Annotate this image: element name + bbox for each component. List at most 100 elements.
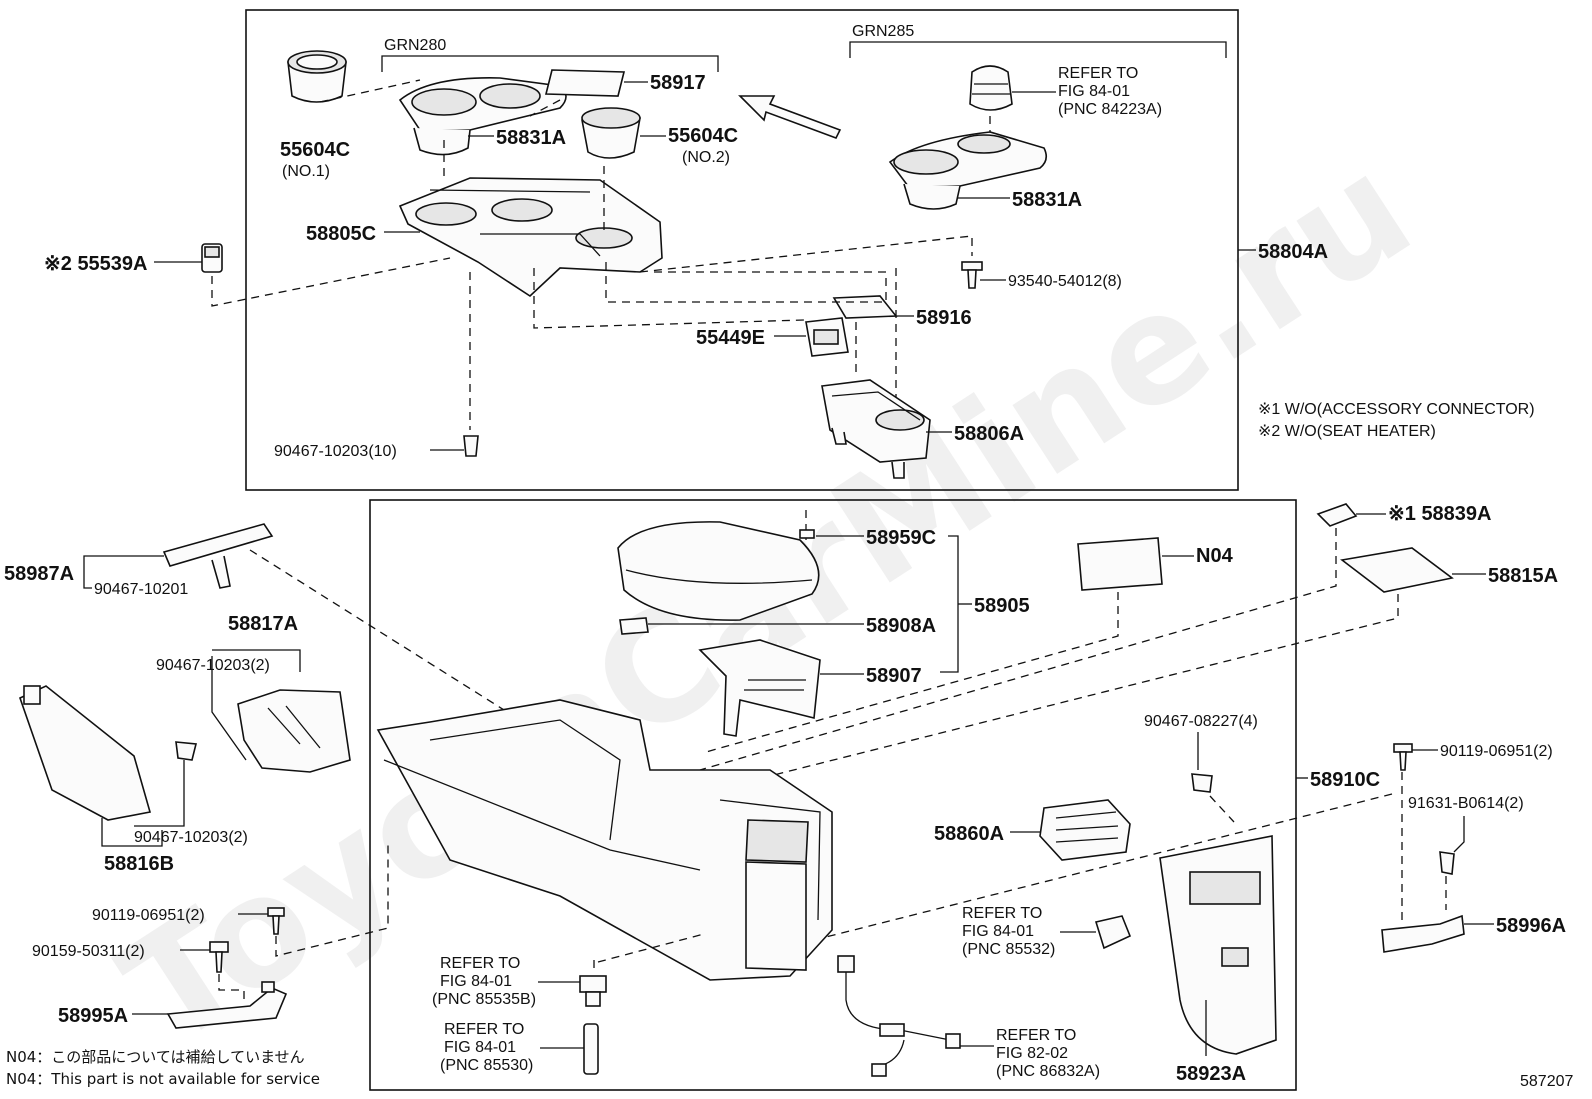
ref-85530-line2: FIG 84-01 — [444, 1039, 516, 1056]
footnote-2: ※2 W/O(SEAT HEATER) — [1258, 423, 1436, 440]
grn280-label: GRN280 — [384, 37, 446, 54]
screw-93540-drawing — [961, 261, 983, 289]
cup-insert-no1-drawing — [287, 50, 347, 103]
cup-tray-58831a-grn285-drawing — [888, 131, 1048, 210]
ref-85530-line3: (PNC 85530) — [440, 1057, 533, 1074]
n04-note-japanese: N04：この部品については補給していません — [6, 1048, 305, 1066]
direction-arrow — [738, 95, 842, 139]
ref-85532-line2: FIG 84-01 — [962, 923, 1034, 940]
plug-85530-drawing — [583, 1023, 599, 1075]
label-91631: 91631-B0614(2) — [1408, 795, 1524, 812]
label-55604c-no1-note: (NO.1) — [282, 163, 330, 180]
label-58995a: 58995A — [58, 1005, 128, 1027]
label-90119-right: 90119-06951(2) — [1440, 743, 1553, 760]
label-55449e: 55449E — [696, 327, 765, 349]
ref-86832a-line2: FIG 82-02 — [996, 1045, 1068, 1062]
panel-58923a-drawing — [1159, 835, 1277, 1055]
panel-n04-drawing — [1077, 537, 1163, 591]
label-55604c-no1: 55604C — [280, 139, 350, 161]
grn285-label: GRN285 — [852, 23, 914, 40]
clip-90467-10203-2b-drawing — [175, 741, 198, 761]
label-58917: 58917 — [650, 72, 706, 94]
label-58831a-grn280: 58831A — [496, 127, 566, 149]
label-n04: N04 — [1196, 545, 1234, 567]
ref-85535b-line2: FIG 84-01 — [440, 973, 512, 990]
screw-90119-right-drawing — [1393, 743, 1413, 771]
mat-58815a-drawing — [1340, 547, 1454, 593]
label-58815a: 58815A — [1488, 565, 1558, 587]
label-58916: 58916 — [916, 307, 972, 329]
label-90467-10203-2b: 90467-10203(2) — [134, 829, 248, 846]
trim-58987a-drawing — [162, 523, 274, 589]
gasket-58916-drawing — [832, 295, 898, 319]
label-90467-10203-2a: 90467-10203(2) — [156, 657, 270, 674]
ref-84223a-line2: FIG 84-01 — [1058, 83, 1130, 100]
label-93540: 93540-54012(8) — [1008, 273, 1122, 290]
label-58839a: ※1 58839A — [1388, 503, 1492, 525]
label-58907: 58907 — [866, 665, 922, 687]
label-90119-left: 90119-06951(2) — [92, 907, 205, 924]
label-58806a: 58806A — [954, 423, 1024, 445]
cap-58839a-drawing — [1316, 503, 1358, 527]
ref-85535b-line1: REFER TO — [440, 955, 520, 972]
bracket-58995a-drawing — [166, 981, 288, 1029]
socket-85535b-drawing — [579, 975, 607, 1007]
label-90467-08227: 90467-08227(4) — [1144, 713, 1258, 730]
label-58987a: 58987A — [4, 563, 74, 585]
label-58905: 58905 — [974, 595, 1030, 617]
ref-84223a-line1: REFER TO — [1058, 65, 1138, 82]
n04-note-english: N04：This part is not available for servi… — [6, 1070, 320, 1088]
refer-84223a-part-drawing — [969, 65, 1013, 111]
clip-90467-10203-10-drawing — [463, 435, 479, 457]
cup-insert-no2-drawing — [581, 107, 641, 159]
cup-tray-58831a-drawing — [398, 77, 567, 156]
screw-90159-drawing — [209, 941, 229, 973]
screw-58959c-drawing — [799, 529, 815, 539]
label-58959c: 58959C — [866, 527, 936, 549]
ref-85532-line1: REFER TO — [962, 905, 1042, 922]
console-body-58910c-drawing — [376, 699, 833, 981]
panel-58816b-drawing — [19, 685, 152, 821]
label-58816b: 58816B — [104, 853, 174, 875]
panel-58817a-drawing — [237, 689, 351, 773]
label-58908a: 58908A — [866, 615, 936, 637]
grn285-bracket — [849, 41, 1227, 58]
ref-85530-line1: REFER TO — [444, 1021, 524, 1038]
figure-number: 587207 — [1520, 1073, 1573, 1090]
ref-84223a-line3: (PNC 84223A) — [1058, 101, 1162, 118]
ref-86832a-line1: REFER TO — [996, 1027, 1076, 1044]
vent-58860a-drawing — [1039, 799, 1131, 861]
bracket-58908a-drawing — [619, 617, 649, 635]
ref-86832a-line3: (PNC 86832A) — [996, 1063, 1100, 1080]
label-58910c: 58910C — [1310, 769, 1380, 791]
hinge-58907-drawing — [698, 639, 821, 737]
label-90467-10201: 90467-10201 — [94, 581, 188, 598]
label-55604c-no2-note: (NO.2) — [682, 149, 730, 166]
grn280-bracket — [381, 55, 719, 72]
label-58817a: 58817A — [228, 613, 298, 635]
panel-58805c-drawing — [398, 177, 663, 298]
mat-58917-drawing — [544, 69, 626, 97]
armrest-lid-58905-drawing — [617, 521, 820, 621]
label-90159: 90159-50311(2) — [32, 943, 145, 960]
switch-55539a-drawing — [201, 243, 223, 273]
label-58804a: 58804A — [1258, 241, 1328, 263]
lower-assembly-frame — [369, 499, 1297, 1091]
clip-90467-08227-drawing — [1191, 773, 1213, 793]
socket-55449e-drawing — [805, 317, 849, 357]
label-58805c: 58805C — [306, 223, 376, 245]
switch-85532-drawing — [1094, 915, 1132, 950]
label-58996a: 58996A — [1496, 915, 1566, 937]
label-55539a: ※2 55539A — [44, 253, 148, 275]
label-90467-10203-10: 90467-10203(10) — [274, 443, 397, 460]
label-55604c-no2: 55604C — [668, 125, 738, 147]
label-58923a: 58923A — [1176, 1063, 1246, 1085]
wire-harness-drawing — [837, 955, 961, 1077]
ref-85532-line3: (PNC 85532) — [962, 941, 1055, 958]
ref-85535b-line3: (PNC 85535B) — [432, 991, 536, 1008]
label-58831a-grn285: 58831A — [1012, 189, 1082, 211]
box-58806a-drawing — [821, 379, 931, 479]
label-58860a: 58860A — [934, 823, 1004, 845]
screw-90119-left-drawing — [267, 907, 285, 935]
